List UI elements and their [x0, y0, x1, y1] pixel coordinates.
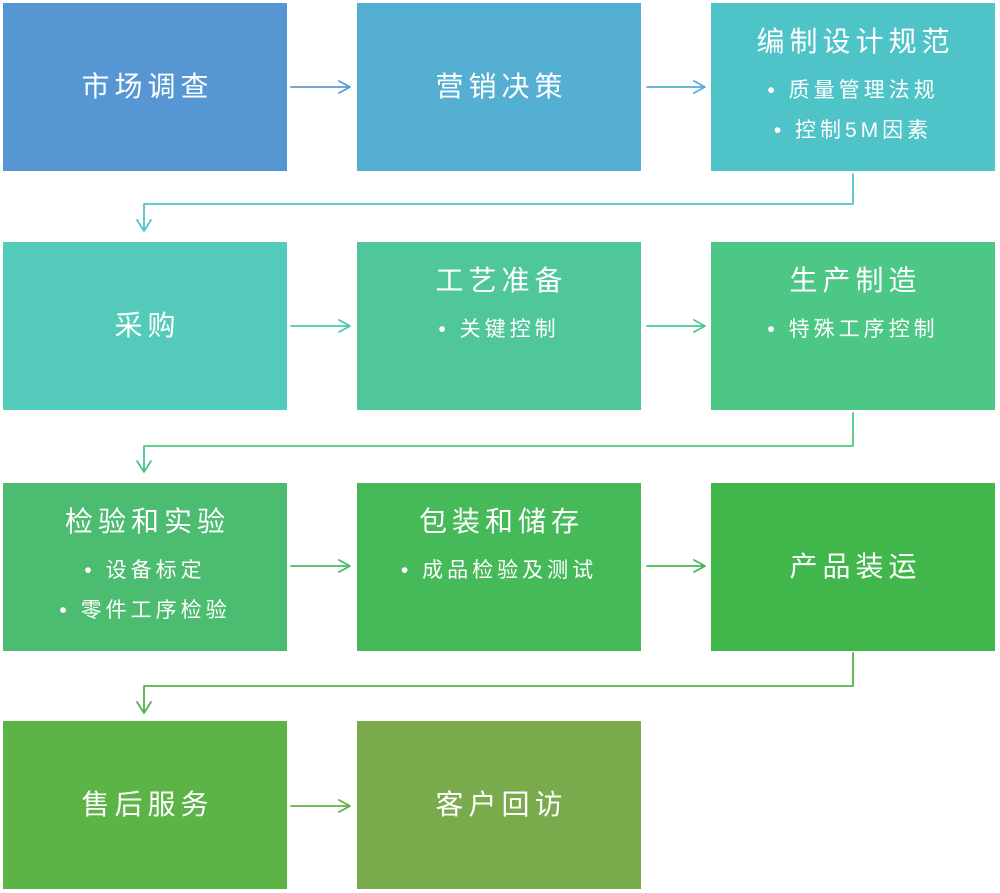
box-title-procurement: 采购	[114, 310, 181, 341]
arrow-aftersales-to-customer-icon	[290, 799, 351, 813]
box-title-marketing-decision: 营销决策	[435, 71, 568, 102]
bullet-control-5m: 控制5M因素	[774, 111, 932, 151]
box-design-spec: 编制设计规范 质量管理法规 控制5M因素	[711, 3, 995, 171]
box-title-inspection-test: 检验和实验	[64, 506, 230, 537]
box-title-design-spec: 编制设计规范	[756, 26, 955, 57]
bullet-quality-regulations: 质量管理法规	[767, 71, 938, 111]
box-packaging-storage: 包装和储存 成品检验及测试	[357, 483, 641, 651]
arrow-inspection-to-packaging-icon	[290, 559, 351, 573]
box-title-market-research: 市场调查	[81, 71, 214, 102]
elbow-production-to-inspection-icon	[136, 412, 854, 473]
box-inspection-test: 检验和实验 设备标定 零件工序检验	[3, 483, 287, 651]
arrow-process-to-production-icon	[646, 319, 706, 333]
box-process-preparation: 工艺准备 关键控制	[357, 242, 641, 410]
box-title-customer-visit: 客户回访	[435, 789, 568, 820]
arrow-procurement-to-process-icon	[290, 319, 351, 333]
box-title-packaging-storage: 包装和储存	[418, 506, 584, 537]
bullet-parts-process-inspection: 零件工序检验	[59, 591, 230, 631]
box-title-production: 生产制造	[789, 265, 922, 296]
box-title-process-preparation: 工艺准备	[435, 265, 568, 296]
bullet-equipment-calibration: 设备标定	[84, 551, 205, 591]
box-market-research: 市场调查	[3, 3, 287, 171]
arrow-market-to-marketing-icon	[290, 80, 351, 94]
box-product-shipment: 产品装运	[711, 483, 995, 651]
elbow-designspec-to-procurement-icon	[136, 173, 854, 232]
bullet-key-control: 关键控制	[438, 310, 559, 350]
box-title-product-shipment: 产品装运	[789, 551, 922, 582]
box-procurement: 采购	[3, 242, 287, 410]
elbow-shipment-to-aftersales-icon	[136, 652, 854, 714]
box-title-after-sales: 售后服务	[81, 789, 214, 820]
arrow-packaging-to-shipment-icon	[646, 559, 706, 573]
box-customer-visit: 客户回访	[357, 721, 641, 889]
bullet-finished-product-test: 成品检验及测试	[401, 551, 597, 591]
arrow-marketing-to-designspec-icon	[646, 80, 706, 94]
box-production: 生产制造 特殊工序控制	[711, 242, 995, 410]
box-after-sales: 售后服务	[3, 721, 287, 889]
box-marketing-decision: 营销决策	[357, 3, 641, 171]
bullet-special-process-control: 特殊工序控制	[767, 310, 938, 350]
